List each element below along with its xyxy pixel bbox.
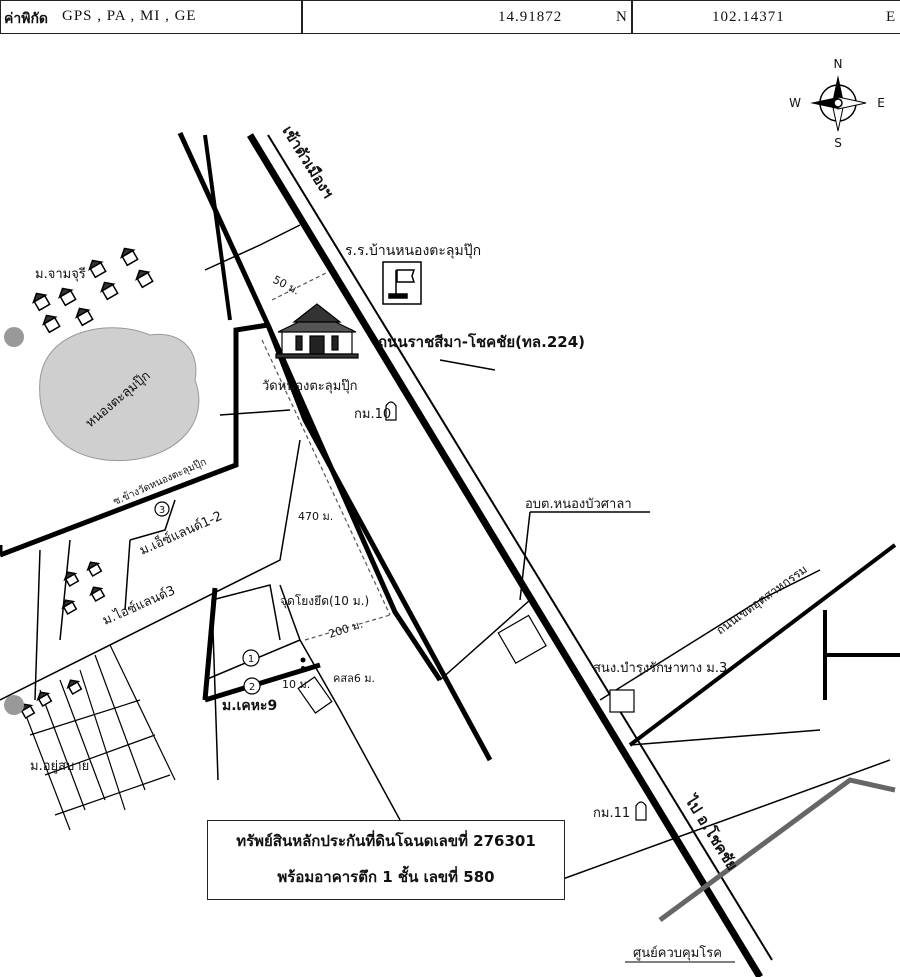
label-school: ร.ร.บ้านหนองตะลุมปุ๊ก: [345, 243, 481, 259]
asset-line-1: ทรัพย์สินหลักประกันที่ดินโฉนดเลขที่ 2763…: [236, 832, 536, 850]
coord-systems: GPS , PA , MI , GE: [62, 8, 197, 24]
main-highway: [247, 133, 773, 977]
label-to-city: เข้าตัวเมืองฯ: [279, 123, 338, 202]
house-markers: [19, 247, 154, 719]
compass-icon: [810, 75, 867, 132]
label-soi6: คสล6 ม.: [333, 672, 375, 685]
label-km11: กม.11: [593, 806, 630, 821]
longitude-value: 102.14371: [712, 9, 785, 25]
asset-description-box: ทรัพย์สินหลักประกันที่ดินโฉนดเลขที่ 2763…: [207, 820, 565, 900]
label-highway-office: สนง.บำรุงรักษาทาง ม.3: [593, 661, 727, 676]
latitude-direction: N: [616, 9, 628, 25]
punch-hole-mark: [4, 695, 24, 715]
label-num1: 1: [248, 654, 254, 665]
label-tao: อบต.หนองบัวศาลา: [525, 497, 632, 512]
label-dist-200: 200 ม.: [327, 618, 365, 641]
longitude-direction: E: [886, 9, 897, 25]
label-dist-470: 470 ม.: [298, 510, 333, 523]
asset-line-2: พร้อมอาคารตึก 1 ชั้น เลขที่ 580: [277, 868, 495, 886]
label-temple: วัดหนองตะลุมปุ๊ก: [262, 379, 357, 394]
label-num2: 2: [249, 682, 255, 693]
latitude-value: 14.91872: [498, 9, 563, 25]
label-village-yoo: ม.อยู่สบาย: [30, 759, 89, 774]
numbered-markers: [154, 501, 261, 695]
label-num3: 3: [159, 505, 165, 516]
label-dist-10: 10 ม.: [282, 678, 310, 691]
label-village-land3: ม.ไอซ์แลนด์3: [100, 582, 178, 628]
label-km10: กม.10: [354, 407, 391, 422]
compass-e: E: [877, 96, 885, 110]
village-grid: [19, 644, 176, 831]
school-flag-icon: [382, 261, 422, 305]
latitude-cell: [302, 0, 632, 34]
coord-label-cell: [0, 0, 302, 34]
secondary-roads: [0, 131, 900, 923]
km-marker-icons: [385, 401, 647, 821]
compass-w: W: [789, 96, 801, 110]
label-road-control: ศูนย์ควบคุมโรค: [633, 945, 722, 961]
building-boxes: [297, 614, 635, 714]
label-landmark: จุดโยงยึด(10 ม.): [280, 594, 369, 609]
label-main-road: ถนนราชสีมา-โชคชัย(ทล.224): [378, 332, 585, 351]
temple-icon: [275, 303, 359, 359]
compass-n: N: [834, 57, 843, 71]
distance-lines: [261, 271, 391, 641]
landmark-point: [300, 657, 306, 670]
label-village-land12: ม.เอ็ซ์แลนด์1-2: [136, 506, 224, 559]
coord-label: ค่าพิกัด: [4, 11, 49, 27]
label-village-kehah: ม.เคหะ9: [222, 698, 277, 714]
label-village-jamjuree: ม.จามจุรี: [35, 266, 86, 282]
compass-s: S: [834, 136, 842, 150]
coordinate-header: ค่าพิกัด GPS , PA , MI , GE 14.91872 N 1…: [0, 0, 900, 36]
label-dist-50: 50 ม.: [271, 273, 302, 297]
longitude-cell: [632, 0, 900, 34]
punch-hole-mark: [4, 327, 24, 347]
label-road-industry: ถนนเขตอุตสาหกรรม: [714, 562, 811, 638]
pond-area: [39, 327, 200, 462]
